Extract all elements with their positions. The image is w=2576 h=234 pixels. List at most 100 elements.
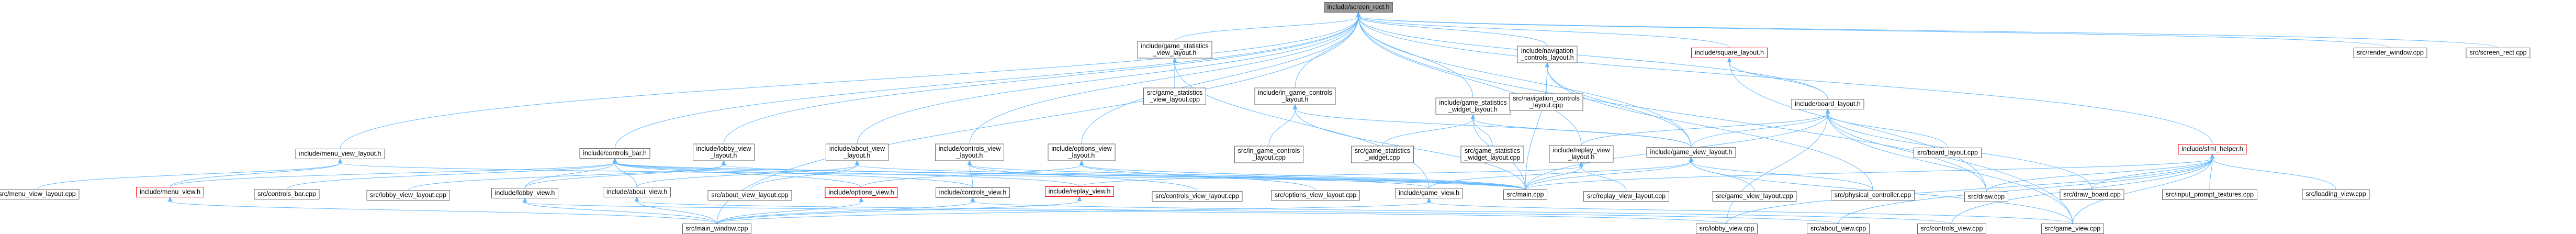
edge-line [1986,158,2213,192]
node-label: src/main.cpp [1507,191,1544,198]
node-about-view-cpp[interactable]: src/about_view.cpp [1807,224,1870,234]
node-replay-view-layout-cpp[interactable]: src/replay_view_layout.cpp [1583,191,1669,202]
node-label: include/game_view.h [1399,190,1459,197]
node-game-view-layout-h[interactable]: include/game_view_layout.h [1646,147,1736,158]
node-menu-view-layout-h[interactable]: include/menu_view_layout.h [295,149,385,159]
node-physical-controller-cpp[interactable]: src/physical_controller.cpp [1831,190,1915,200]
node-loading-view-cpp[interactable]: src/loading_view.cpp [2302,189,2370,199]
node-options-view-layout-h[interactable]: include/options_view_layout.h [1048,143,1116,161]
node-options-view-layout-cpp[interactable]: src/options_view_layout.cpp [1271,190,1360,200]
node-game-stats-view-layout-cpp[interactable]: src/game_statistics_view_layout.cpp [1143,87,1206,105]
edge-line [861,164,1082,188]
edge-line [1472,118,1692,148]
node-menu-view-h[interactable]: include/menu_view.h [136,187,204,197]
node-box [826,143,888,161]
node-label: include/lobby_view.h [495,190,555,197]
edge-game-stats-view-layout-h-to-game-view-h [1172,57,1430,188]
node-lobby-view-h[interactable]: include/lobby_view.h [491,188,558,198]
edge-line [1268,108,1296,147]
edge-line [1581,113,1828,146]
node-lobby-view-cpp[interactable]: src/lobby_view.cpp [1696,224,1758,234]
node-label: _widget_layout.h [1448,106,1498,113]
edge-line [1428,161,1692,188]
node-input-prompt-textures-cpp[interactable]: src/input_prompt_textures.cpp [2162,190,2257,200]
node-controls-view-h[interactable]: include/controls_view.h [936,187,1010,198]
node-replay-view-h[interactable]: include/replay_view.h [1045,186,1114,197]
node-about-view-layout-cpp[interactable]: src/about_view_layout.cpp [707,190,792,200]
edge-line [2091,158,2213,190]
arrowhead [1426,197,1432,203]
node-nav-controls-layout-h[interactable]: include/navigation_controls_layout.h [1517,46,1578,63]
edge-line [1358,16,2213,144]
node-in-game-controls-layout-cpp[interactable]: src/in_game_controls_layout.cpp [1234,146,1303,163]
node-root[interactable]: include/screen_rect.h [1324,2,1393,13]
edge-line [723,164,1526,190]
node-board-layout-cpp[interactable]: src/board_layout.cpp [1914,148,1982,158]
edge-line [37,163,341,190]
edge-line [524,164,724,188]
node-main-window-cpp[interactable]: src/main_window.cpp [682,224,751,234]
node-sfml-helper-h[interactable]: include/sfml_helper.h [2178,144,2247,154]
node-about-view-h[interactable]: include/about_view.h [603,187,671,197]
edge-line [614,162,637,187]
node-controls-view-cpp[interactable]: src/controls_view.cpp [1917,224,1986,234]
node-in-game-controls-layout-h[interactable]: include/in_game_controls_layout.h [1254,87,1336,105]
edge-replay-view-layout-h-to-main-cpp [1525,161,1584,190]
edge-game-stats-widget-layout-h-to-game-stats-widget-cpp [1382,114,1476,147]
arrowhead [1825,108,1830,114]
node-about-view-layout-h[interactable]: include/about_view_layout.h [826,143,888,161]
node-square-layout-h[interactable]: include/square_layout.h [1691,48,1768,58]
edge-board-layout-h-to-game-view-cpp [1825,108,2073,224]
edge-line [1827,113,1948,148]
node-box [603,187,671,197]
node-box [1435,97,1511,115]
node-box [491,188,558,198]
node-label: src/main_window.cpp [686,225,748,232]
arrowhead [1579,161,1584,167]
node-render-window-cpp[interactable]: src/render_window.cpp [2353,48,2427,58]
edge-line [972,202,1952,224]
node-lobby-view-layout-cpp[interactable]: src/lobby_view_layout.cpp [366,190,450,200]
edge-line [716,16,1359,224]
node-label: src/input_prompt_textures.cpp [2166,191,2254,198]
node-controls-bar-h[interactable]: include/controls_bar.h [579,148,650,159]
edge-root-to-options-view-layout-h [1081,12,1361,144]
node-lobby-view-layout-h[interactable]: include/lobby_view_layout.h [693,143,755,161]
node-label: src/controls_view_layout.cpp [1155,193,1239,200]
node-game-stats-widget-cpp[interactable]: src/game_statistics_widget.cpp [1351,146,1414,163]
node-box [1712,191,1797,202]
node-main-cpp[interactable]: src/main.cpp [1503,190,1547,200]
node-game-stats-view-layout-h[interactable]: include/game_statistics_view_layout.h [1137,41,1212,59]
node-game-view-h[interactable]: include/game_view.h [1395,188,1463,198]
edge-line [1358,16,2391,48]
node-box [1048,143,1116,161]
edge-line [723,16,1359,144]
node-screen-rect-cpp[interactable]: src/screen_rect.cpp [2466,48,2530,58]
node-options-view-h[interactable]: include/options_view.h [825,187,898,198]
edge-line [1081,164,1316,191]
node-game-view-cpp[interactable]: src/game_view.cpp [2041,224,2104,234]
node-draw-cpp[interactable]: src/draw.cpp [1964,192,2008,202]
node-replay-view-layout-h[interactable]: include/replay_view_layout.h [1549,145,1614,163]
node-draw-board-cpp[interactable]: src/draw_board.cpp [2060,190,2124,200]
node-label: src/about_view.cpp [1810,225,1866,232]
edge-line [1174,62,1430,188]
node-controls-view-layout-h[interactable]: include/controls_view_layout.h [935,143,1004,161]
node-controls-view-layout-cpp[interactable]: src/controls_view_layout.cpp [1152,191,1243,202]
arrowhead [1356,12,1361,17]
node-menu-view-layout-cpp[interactable]: src/menu_view_layout.cpp [0,189,80,199]
node-box [2466,48,2530,58]
edge-controls-bar-h-to-menu-view-h [170,158,617,187]
node-game-view-layout-cpp[interactable]: src/game_view_layout.cpp [1712,191,1797,202]
node-box [1234,146,1303,163]
node-label: _layout.h [1568,153,1595,161]
node-game-stats-widget-layout-h[interactable]: include/game_statistics_widget_layout.h [1435,97,1511,115]
node-label: include/square_layout.h [1695,49,1764,57]
node-game-stats-widget-layout-cpp[interactable]: src/game_statistics_widget_layout.cpp [1460,146,1524,163]
node-nav-controls-layout-cpp[interactable]: src/navigation_controls_layout.cpp [1509,93,1583,111]
edge-root-to-nav-controls-layout-h [1356,12,1548,47]
node-board-layout-h[interactable]: include/board_layout.h [1791,99,1864,109]
arrowhead [634,196,639,202]
node-controls-bar-cpp[interactable]: src/controls_bar.cpp [254,189,320,199]
